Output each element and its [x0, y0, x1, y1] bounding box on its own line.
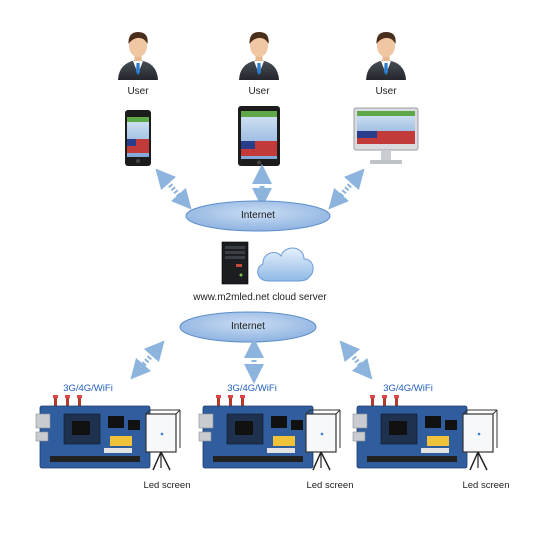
- controller-board-icon: [35, 395, 151, 469]
- user-avatar-icon: [239, 32, 279, 80]
- controller-label-1: 3G/4G/WiFi: [63, 383, 113, 394]
- controller-3: [352, 395, 498, 471]
- controller-board-icon: [352, 395, 468, 469]
- user-2: [238, 32, 280, 166]
- led-screen-icon: [145, 409, 181, 471]
- desktop-monitor-icon: [353, 107, 419, 164]
- controller-1: [35, 395, 181, 471]
- user-label-3: User: [375, 86, 397, 97]
- controller-board-icon: [198, 395, 314, 469]
- controller-label-3: 3G/4G/WiFi: [383, 383, 433, 394]
- led-screen-label-1: Led screen: [143, 480, 191, 491]
- led-screen-icon: [462, 409, 498, 471]
- arrow-internet-ctrl3: [339, 340, 373, 380]
- arrow-user3-internet: [328, 168, 365, 210]
- user-3: [353, 32, 419, 164]
- server-label: www.m2mled.net cloud server: [193, 292, 327, 303]
- arrow-internet-ctrl1: [130, 340, 165, 380]
- arrow-user1-internet: [155, 168, 192, 210]
- tablet-icon: [238, 106, 280, 166]
- controller-label-2: 3G/4G/WiFi: [227, 383, 277, 394]
- internet-cloud-top: [185, 200, 331, 232]
- smartphone-icon: [125, 110, 151, 166]
- controller-2: [198, 395, 341, 471]
- user-label-2: User: [248, 86, 270, 97]
- server-tower-icon: [221, 241, 249, 285]
- led-screen-icon: [305, 409, 341, 471]
- user-avatar-icon: [366, 32, 406, 80]
- cloud-server-icon: [257, 247, 314, 282]
- led-screen-label-2: Led screen: [306, 480, 354, 491]
- internet-top-label: Internet: [241, 210, 275, 221]
- user-label-1: User: [127, 86, 149, 97]
- user-avatar-icon: [118, 32, 158, 80]
- internet-bottom-label: Internet: [231, 321, 265, 332]
- led-screen-label-3: Led screen: [462, 480, 510, 491]
- user-1: [118, 32, 158, 166]
